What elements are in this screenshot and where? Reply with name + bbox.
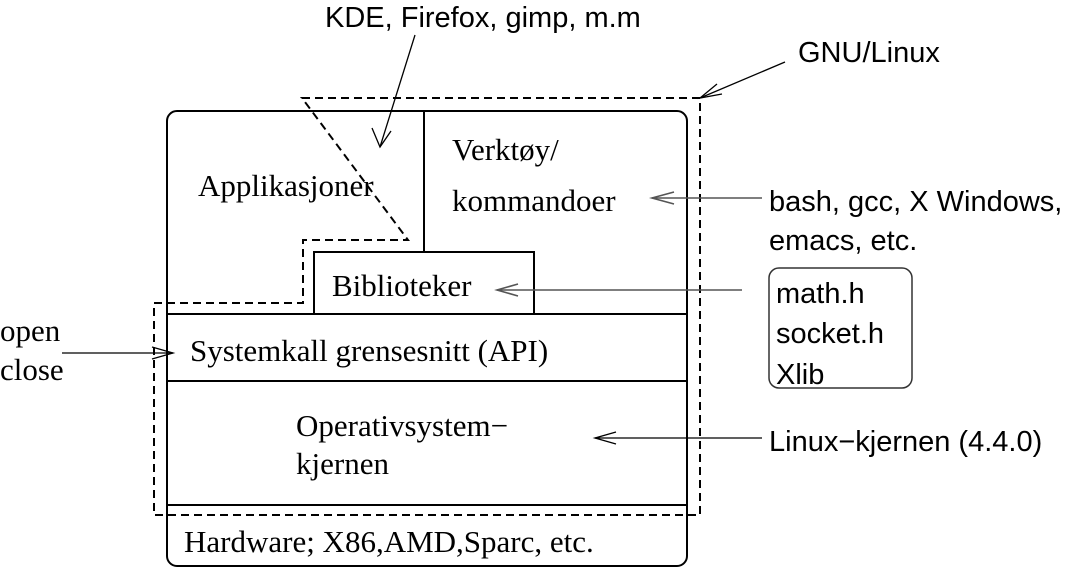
tools-label-line2: kommandoer xyxy=(452,183,616,218)
tools-label-line1: Verktøy/ xyxy=(452,132,559,167)
tools-examples-line2: emacs, etc. xyxy=(769,225,917,257)
gnu-linux-label: GNU/Linux xyxy=(798,37,940,69)
syscall-arrow-icon xyxy=(62,346,176,360)
library-example-0: math.h xyxy=(776,278,865,310)
syscall-example-close: close xyxy=(0,352,64,387)
kernel-example-label: Linux−kjernen (4.4.0) xyxy=(769,426,1042,458)
apps-arrow-icon xyxy=(371,34,416,149)
libraries-label: Biblioteker xyxy=(332,268,472,303)
gnu-linux-arrow-icon xyxy=(697,61,786,100)
hardware-label: Hardware; X86,AMD,Sparc, etc. xyxy=(184,524,594,559)
kernel-label-line2: kjernen xyxy=(296,446,389,481)
gnu-linux-boundary xyxy=(153,97,701,516)
tools-arrow-icon xyxy=(648,191,762,205)
library-examples-box xyxy=(768,267,913,389)
library-example-1: socket.h xyxy=(776,318,884,350)
apps-examples-label: KDE, Firefox, gimp, m.m xyxy=(325,2,641,34)
library-example-2: Xlib xyxy=(776,359,824,391)
kernel-label-line1: Operativsystem− xyxy=(296,408,508,443)
syscall-api-label: Systemkall grensesnitt (API) xyxy=(190,333,548,368)
tools-examples-line1: bash, gcc, X Windows, xyxy=(769,186,1062,218)
libraries-arrow-icon xyxy=(494,283,742,297)
kernel-arrow-icon xyxy=(592,431,762,445)
syscall-example-open: open xyxy=(0,313,61,348)
system-outer-box xyxy=(166,110,688,567)
applications-label: Applikasjoner xyxy=(198,168,374,203)
